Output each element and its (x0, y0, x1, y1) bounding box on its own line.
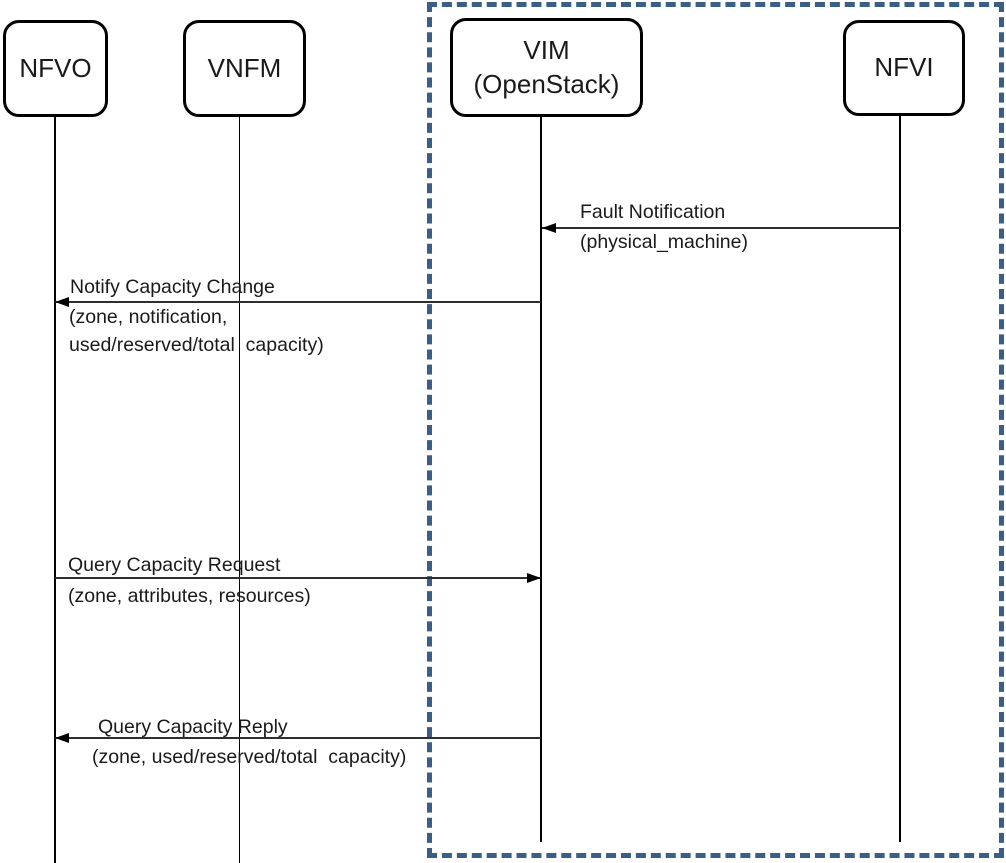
arrowhead-left-icon (542, 222, 556, 233)
arrowhead-left-icon (55, 296, 69, 307)
actor-label-vnfm: VNFM (207, 52, 282, 83)
lifeline-vim (540, 116, 542, 842)
message-line-query-capacity-reply (55, 737, 541, 739)
message-detail-notify-capacity-change-2: used/reserved/total capacity) (69, 334, 324, 356)
arrowhead-left-icon (55, 732, 69, 743)
message-detail-fault-notification: (physical_machine) (580, 231, 748, 253)
actor-box-nfvo: NFVO (3, 20, 108, 117)
actor-label-nfvo: NFVO (19, 52, 92, 83)
message-label-query-capacity-reply: Query Capacity Reply (98, 716, 288, 738)
message-detail-query-capacity-reply: (zone, used/reserved/total capacity) (92, 746, 407, 768)
vim-nfvi-boundary-box (427, 2, 1004, 858)
message-line-fault-notification (542, 227, 900, 229)
actor-box-vim: VIM (OpenStack) (450, 18, 643, 117)
message-label-fault-notification: Fault Notification (580, 201, 726, 223)
actor-box-nfvi: NFVI (843, 20, 965, 116)
message-detail-query-capacity-request: (zone, attributes, resources) (68, 585, 311, 607)
arrowhead-right-icon (527, 572, 541, 583)
message-label-notify-capacity-change: Notify Capacity Change (70, 276, 275, 298)
lifeline-nfvi (899, 115, 901, 842)
message-line-query-capacity-request (55, 577, 541, 579)
lifeline-vnfm (238, 116, 241, 863)
actor-box-vnfm: VNFM (183, 20, 306, 117)
lifeline-nfvo (54, 116, 56, 863)
message-detail-notify-capacity-change-1: (zone, notification, (69, 306, 228, 328)
actor-label-nfvi: NFVI (874, 52, 934, 83)
message-label-query-capacity-request: Query Capacity Request (68, 554, 281, 576)
actor-label-vim: VIM (OpenStack) (473, 34, 620, 99)
message-line-notify-capacity-change (55, 301, 541, 303)
